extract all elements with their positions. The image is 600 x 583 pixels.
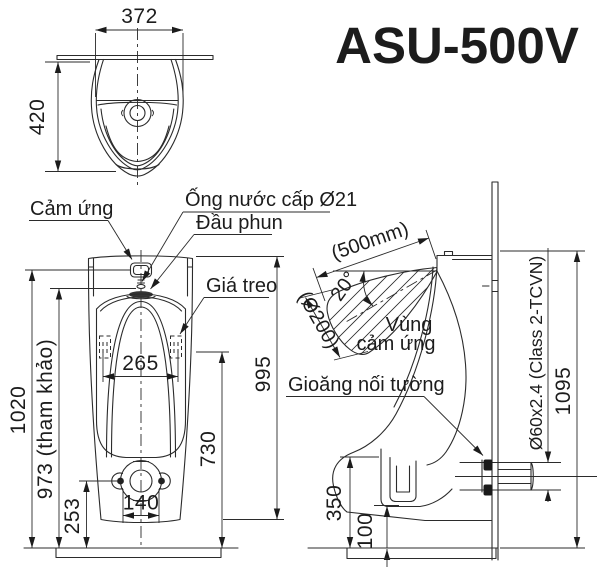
top-surface	[436, 254, 493, 261]
bowl-ledge-lines	[95, 99, 179, 106]
trap-channel-inner	[395, 465, 411, 493]
dim-500mm-line	[316, 237, 430, 278]
floor-slab-side	[346, 547, 497, 560]
wall-gasket-bottom	[483, 484, 493, 496]
label-sensor-leader	[107, 220, 133, 260]
dim-outlet-pipe: Ø60x2.4 (Class 2-TCVN)	[526, 256, 546, 451]
bowl-inner-outline	[95, 58, 179, 171]
side-profile-outline	[332, 254, 493, 522]
label-supply-pipe-leader	[141, 211, 184, 282]
label-sensor: Cảm ứng	[30, 198, 113, 220]
wall-anchor-marks	[481, 279, 499, 293]
dim-outlet-height: 350	[323, 485, 346, 522]
rim-inner-line	[99, 296, 183, 312]
dim-420-extension-lines	[45, 61, 116, 172]
dim-floor-gap: 100	[354, 513, 377, 550]
dim-sensing-angle: 20°	[326, 268, 361, 305]
bowl-tip-line	[115, 163, 160, 170]
drain-bolt-left	[117, 477, 124, 485]
label-hanger: Giá treo	[206, 275, 277, 297]
dim-sensing-range: (500mm)	[329, 218, 412, 265]
dim-1095-extension	[500, 250, 585, 549]
dim-500mm-extension	[312, 229, 437, 302]
sensing-axis	[343, 269, 438, 324]
label-spray-head-leader	[150, 234, 195, 290]
dim-ref-height: 973 (tham khảo)	[34, 339, 57, 499]
body-outline	[87, 255, 194, 524]
dim-top-depth: 420	[26, 99, 49, 136]
dim-372-extension-lines	[95, 33, 184, 97]
dim-pipe-extension	[506, 462, 561, 491]
bowl-outer-outline	[90, 58, 184, 177]
wall-gasket-top	[483, 459, 493, 471]
drain-tick-marks	[133, 461, 149, 501]
dim-height-top: 1095	[552, 367, 575, 416]
model-title: ASU-500V	[335, 17, 579, 74]
dim-top-width: 372	[121, 5, 158, 28]
dim-overall-height: 1020	[7, 386, 30, 435]
drain-bolt-right	[158, 477, 165, 485]
label-supply-pipe: Ống nước cấp Ø21	[185, 187, 357, 211]
floor-slab-front	[55, 547, 222, 559]
basin-contour	[100, 108, 175, 167]
side-view: (500mm) 20° (Ø200) Vùng cảm ứng Gioăng n…	[286, 181, 597, 567]
drain-outer-circle	[123, 98, 152, 128]
drain-hole	[129, 469, 153, 493]
drain-inner-circle	[129, 104, 146, 122]
dim-200-line	[305, 297, 341, 358]
basin-water-line	[105, 125, 170, 163]
dim-200-extension	[299, 289, 369, 361]
dim-100-extension	[374, 505, 399, 548]
dim-drain-spacing: 140	[123, 492, 160, 515]
label-sensing-zone-line2: cảm ứng	[357, 333, 436, 355]
drain-side-marks	[121, 109, 154, 117]
dim-995-extension	[196, 256, 284, 520]
mounting-flange	[56, 54, 214, 61]
trap-channel	[389, 456, 417, 503]
dim-drain-height: 253	[61, 498, 84, 535]
front-view: 1020 973 (tham khảo) 253 265 140 730 995…	[7, 187, 357, 559]
label-sensing-zone-line1: Vùng	[386, 314, 433, 336]
label-wall-gasket: Gioăng nối tường	[288, 374, 445, 396]
rim-outline	[95, 293, 187, 459]
top-view: 372 420	[26, 5, 214, 186]
body-corner-details	[87, 257, 194, 297]
label-wall-gasket-leader	[423, 396, 484, 456]
outlet-pipe	[459, 459, 534, 493]
label-hanger-leader	[179, 297, 205, 335]
dim-body-height: 995	[252, 356, 275, 393]
dim-bowl-width: 265	[122, 352, 159, 375]
spray-head-lip	[126, 295, 156, 300]
label-spray-head: Đầu phun	[196, 212, 283, 234]
rim-step-detail	[443, 250, 459, 261]
supply-pipe-fitting	[136, 283, 146, 290]
dim-20deg-arc	[359, 270, 374, 307]
wall-section	[491, 181, 499, 561]
sensor-window	[129, 262, 153, 278]
bowl-interior-curve	[426, 270, 467, 466]
hanger-brackets	[99, 335, 182, 359]
dim-hanger-height: 730	[197, 431, 220, 468]
